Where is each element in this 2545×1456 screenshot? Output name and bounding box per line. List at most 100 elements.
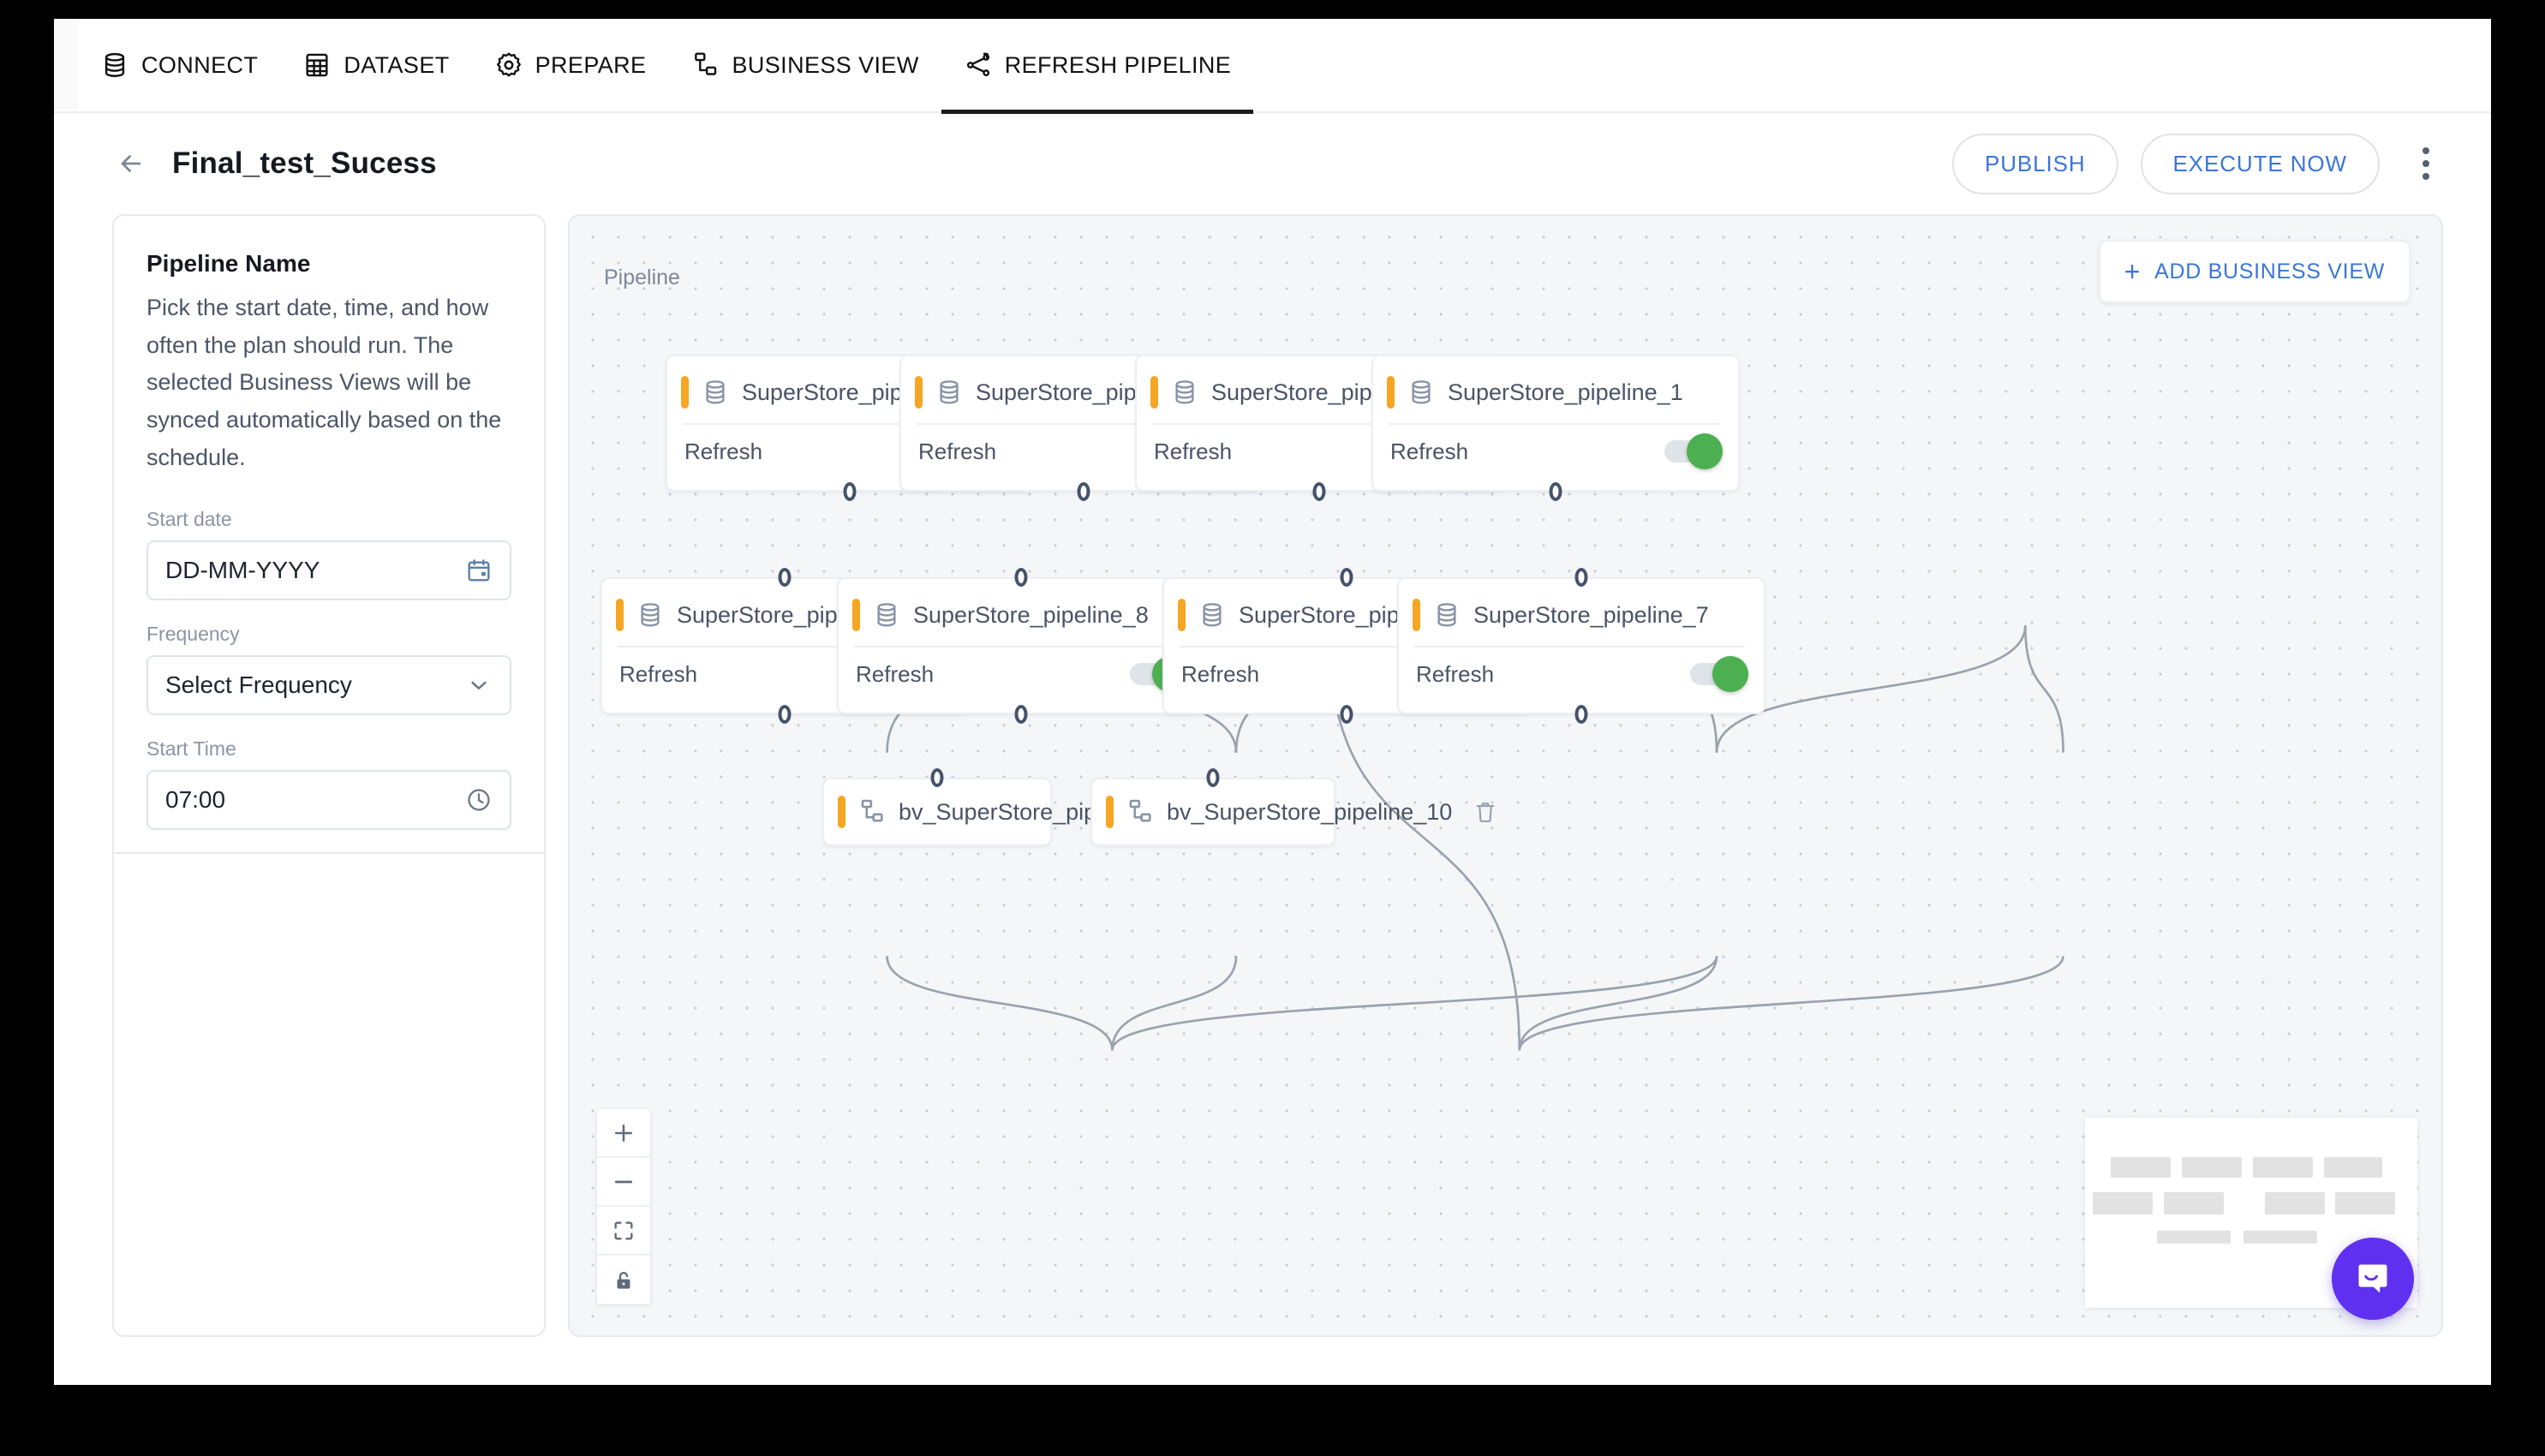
status-bar <box>616 599 624 631</box>
node-db-icon <box>701 378 730 407</box>
nav-item-dataset[interactable]: DATASET <box>280 19 471 112</box>
business-view-icon <box>690 51 720 80</box>
database-icon <box>100 51 129 80</box>
edge <box>2023 625 2064 753</box>
node-output-port[interactable] <box>1340 705 1353 724</box>
nav-item-business-view[interactable]: BUSINESS VIEW <box>668 19 941 112</box>
minimap-node <box>2111 1157 2171 1178</box>
status-bar <box>1178 599 1186 631</box>
node-output-port[interactable] <box>843 482 857 501</box>
chat-widget-button[interactable] <box>2332 1238 2414 1320</box>
refresh-label: Refresh <box>1154 438 1233 464</box>
calendar-icon[interactable] <box>465 557 493 584</box>
table-icon <box>302 51 332 80</box>
nav-item-label: BUSINESS VIEW <box>732 51 919 78</box>
status-bar <box>852 599 860 631</box>
node-input-port[interactable] <box>1340 568 1353 587</box>
minimap-node <box>2093 1192 2153 1214</box>
gear-icon <box>494 51 523 80</box>
node-divider <box>1152 423 1483 425</box>
frequency-select[interactable]: Select Frequency <box>146 654 511 715</box>
business-view-node[interactable]: bv_SuperStore_pipeline_10 <box>1090 778 1495 846</box>
nav-item-prepare[interactable]: PREPARE <box>472 19 669 112</box>
page-body: Pipeline Name Pick the start date, time,… <box>54 214 2491 1385</box>
minimap-node <box>2253 1157 2313 1178</box>
node-output-port[interactable] <box>778 705 792 724</box>
page-title: Final_test_Sucess <box>172 146 437 180</box>
kebab-menu-icon[interactable] <box>2409 141 2443 186</box>
nav-item-label: PREPARE <box>535 51 647 78</box>
panel-title: Pipeline Name <box>146 250 311 277</box>
nav-item-connect[interactable]: CONNECT <box>78 19 280 112</box>
business-view-node[interactable]: bv_SuperStore_pipeline_9 <box>822 778 1214 846</box>
minimap-node <box>2182 1157 2242 1178</box>
node-title: bv_SuperStore_pipeline_10 <box>1167 798 1453 825</box>
lock-toggle-button[interactable] <box>597 1256 650 1304</box>
plus-icon <box>611 1120 636 1146</box>
node-db-icon <box>636 600 665 630</box>
node-divider <box>1389 423 1719 425</box>
arrow-left-icon <box>121 155 141 172</box>
node-input-port[interactable] <box>1206 768 1220 787</box>
app-window: CONNECT DATASET PREPARE BUSINESS VIEW REFRES… <box>54 19 2491 1385</box>
zoom-in-button[interactable] <box>597 1109 650 1158</box>
refresh-label: Refresh <box>1416 660 1495 687</box>
refresh-row: Refresh <box>1413 647 1748 701</box>
node-header: SuperStore_pipeline_4 <box>915 368 1249 416</box>
node-header: SuperStore_pipeline_2 <box>1150 368 1485 416</box>
field-label: Frequency <box>146 622 240 645</box>
toggle-knob <box>1687 433 1723 469</box>
refresh-label: Refresh <box>918 438 997 464</box>
node-output-port[interactable] <box>1312 482 1326 501</box>
node-output-port[interactable] <box>1549 482 1562 501</box>
refresh-toggle[interactable] <box>1664 433 1723 469</box>
input-start-time[interactable]: 07:00 <box>146 769 511 830</box>
status-bar <box>915 376 923 409</box>
node-db-icon <box>1170 378 1199 407</box>
nav-item-refresh-pipeline[interactable]: REFRESH PIPELINE <box>941 19 1254 114</box>
canvas-label: Pipeline <box>604 266 680 289</box>
node-output-port[interactable] <box>1574 705 1588 724</box>
node-output-port[interactable] <box>1077 482 1090 501</box>
node-header: SuperStore_pipeline_3 <box>681 368 1015 416</box>
execute-now-button[interactable]: EXECUTE NOW <box>2140 133 2380 194</box>
clock-icon[interactable] <box>465 786 493 814</box>
back-button[interactable] <box>112 145 150 182</box>
input-start-date[interactable]: DD-MM-YYYY <box>146 540 511 600</box>
header-actions: PUBLISH EXECUTE NOW <box>1951 133 2443 194</box>
node-db-icon <box>935 378 964 407</box>
page-header: Final_test_Sucess PUBLISH EXECUTE NOW <box>54 113 2491 214</box>
fit-view-button[interactable] <box>597 1207 650 1256</box>
node-input-port[interactable] <box>1574 568 1588 587</box>
delete-icon[interactable] <box>1464 798 1498 826</box>
publish-button[interactable]: PUBLISH <box>1951 133 2118 194</box>
chevron-down-icon[interactable] <box>465 671 493 699</box>
nav-item-label: REFRESH PIPELINE <box>1004 51 1232 78</box>
panel-description: Pick the start date, time, and how often… <box>146 295 502 470</box>
node-db-icon <box>872 600 901 630</box>
status-bar <box>1387 376 1395 409</box>
unlock-icon <box>612 1268 636 1292</box>
add-business-view-button[interactable]: + ADD BUSINESS VIEW <box>2098 240 2411 303</box>
node-output-port[interactable] <box>1014 705 1028 724</box>
refresh-toggle[interactable] <box>1690 656 1748 692</box>
toggle-knob <box>1712 656 1748 692</box>
node-header: SuperStore_pipeline_8 <box>852 591 1186 639</box>
node-input-port[interactable] <box>1014 568 1028 587</box>
refresh-label: Refresh <box>856 660 935 687</box>
node-input-port[interactable] <box>778 568 792 587</box>
panel-divider <box>114 851 544 854</box>
zoom-out-button[interactable] <box>597 1158 650 1207</box>
node-input-port[interactable] <box>930 768 944 787</box>
pipeline-canvas[interactable]: Pipeline + ADD BUSINESS VIEW SuperStore_… <box>568 214 2443 1337</box>
node-db-icon <box>1432 600 1461 630</box>
field-value: 07:00 <box>165 785 226 813</box>
zoom-controls <box>597 1109 650 1304</box>
nav-item-label: DATASET <box>344 51 450 78</box>
edge <box>1111 956 1718 1051</box>
node-header: SuperStore_pipeline_5 <box>1178 591 1512 639</box>
